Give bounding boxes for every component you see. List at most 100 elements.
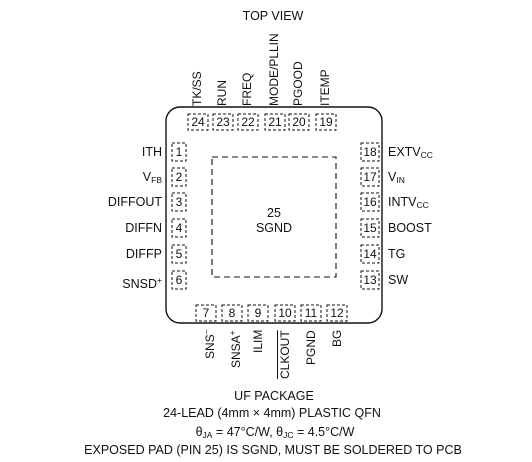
pin-label-17: VIN xyxy=(388,170,405,187)
pin-name-text: INTV xyxy=(388,195,417,209)
pin-label-21: MODE/PLLIN xyxy=(267,33,281,106)
pin-name-text: RUN xyxy=(215,80,229,106)
pin-label-10: CLKOUT xyxy=(278,330,292,379)
pin-name-text: BG xyxy=(330,330,344,348)
pin-box-3 xyxy=(171,192,187,212)
pin-label-22: FREQ xyxy=(240,72,254,106)
theta-ja-value: = 47°C/W, xyxy=(212,425,277,439)
exposed-pad-name: SGND xyxy=(255,221,293,235)
pin-box-14 xyxy=(360,244,380,264)
pin-number-7: 7 xyxy=(202,306,210,320)
pin-number-11: 11 xyxy=(304,306,318,320)
pin-number-15: 15 xyxy=(363,221,377,235)
pin-box-8 xyxy=(221,304,243,322)
pin-label-15: BOOST xyxy=(388,221,432,235)
pin-name-text: ILIM xyxy=(251,330,265,354)
pin-label-1: ITH xyxy=(142,145,162,159)
pin-name-text: PGND xyxy=(304,330,318,365)
pin-number-6: 6 xyxy=(175,273,183,287)
pin-box-11 xyxy=(300,304,322,322)
pin-name-text: DIFFOUT xyxy=(107,195,162,209)
pin-name-superscript: + xyxy=(227,330,237,335)
pin-name-text: V xyxy=(388,170,397,184)
pin-name-subscript: FB xyxy=(151,175,162,185)
theta-ja-symbol: θ xyxy=(195,425,203,439)
pin-box-21 xyxy=(264,113,286,131)
pin-name-text: DIFFP xyxy=(125,247,162,261)
package-type-label: UF PACKAGE xyxy=(234,389,314,403)
pin-label-2: VFB xyxy=(143,170,162,187)
pin-box-24 xyxy=(187,113,209,131)
pin-name-text: PGOOD xyxy=(291,61,305,106)
pin-name-text: MODE/PLLIN xyxy=(267,33,281,106)
pin-name-text: SW xyxy=(388,273,409,287)
pin-label-12: BG xyxy=(330,330,344,348)
exposed-pad-number: 25 xyxy=(267,206,281,220)
pin-label-13: SW xyxy=(388,273,408,287)
pin-number-24: 24 xyxy=(191,115,205,129)
pin-number-19: 19 xyxy=(319,115,333,129)
pin-name-text: SNSD xyxy=(122,277,158,291)
theta-jc-symbol: θ xyxy=(276,425,284,439)
pin-box-23 xyxy=(212,113,234,131)
pin-label-18: EXTVCC xyxy=(388,145,433,162)
pin-number-8: 8 xyxy=(228,306,236,320)
pin-box-19 xyxy=(315,113,337,131)
pin-boxes xyxy=(171,113,380,322)
theta-ja-subscript: JA xyxy=(202,430,213,440)
pin-label-4: DIFFN xyxy=(125,221,162,235)
pin-label-7: SNS– xyxy=(200,330,217,359)
pin-box-1 xyxy=(171,142,187,162)
pin-label-11: PGND xyxy=(304,330,318,365)
pin-number-2: 2 xyxy=(175,170,183,184)
pin-label-19: ITEMP xyxy=(318,69,332,106)
pin-name-text: TK/SS xyxy=(190,71,204,106)
pin-number-14: 14 xyxy=(363,247,377,261)
pin-label-3: DIFFOUT xyxy=(108,195,162,209)
pin-box-9 xyxy=(247,304,269,322)
package-body xyxy=(165,106,383,324)
pin-box-13 xyxy=(360,270,380,290)
pin-box-16 xyxy=(360,192,380,212)
pin-name-text: FREQ xyxy=(240,72,254,106)
pin-number-4: 4 xyxy=(175,221,183,235)
pin-box-4 xyxy=(171,218,187,238)
exposed-pad-note: EXPOSED PAD (PIN 25) IS SGND, MUST BE SO… xyxy=(84,443,462,457)
pin-box-15 xyxy=(360,218,380,238)
pin-label-6: SNSD+ xyxy=(122,273,162,291)
pin-number-20: 20 xyxy=(292,115,306,129)
pin-name-superscript: + xyxy=(157,275,162,285)
pin-name-text: DIFFN xyxy=(125,221,162,235)
pin-number-21: 21 xyxy=(268,115,282,129)
pin-name-text: V xyxy=(142,170,152,184)
pin-label-8: SNSA+ xyxy=(226,330,243,368)
pin-box-2 xyxy=(171,167,187,187)
exposed-pad-outline xyxy=(211,156,337,278)
pin-box-17 xyxy=(360,167,380,187)
theta-jc-value: = 4.5°C/W xyxy=(293,425,355,439)
pin-number-23: 23 xyxy=(216,115,230,129)
pin-box-7 xyxy=(195,304,217,322)
pin-name-superscript: – xyxy=(201,330,211,335)
pin-box-22 xyxy=(237,113,259,131)
pin-name-subscript: IN xyxy=(396,175,405,185)
pin-box-10 xyxy=(274,304,296,322)
pin-name-text: ITH xyxy=(141,145,162,159)
pin-label-20: PGOOD xyxy=(291,61,305,106)
pin-box-20 xyxy=(288,113,310,131)
pin-name-text: SNS xyxy=(203,334,217,360)
pin-label-24: TK/SS xyxy=(190,71,204,106)
pin-box-12 xyxy=(326,304,348,322)
pin-name-text: BOOST xyxy=(388,221,432,235)
pin-number-9: 9 xyxy=(254,306,262,320)
pin-label-16: INTVCC xyxy=(388,195,429,212)
thermal-resistance-line: θJA = 47°C/W, θJC = 4.5°C/W xyxy=(196,425,355,442)
pin-label-23: RUN xyxy=(215,80,229,106)
pin-name-text: TG xyxy=(388,247,406,261)
pin-number-3: 3 xyxy=(175,195,183,209)
pin-number-12: 12 xyxy=(330,306,344,320)
pin-name-text: SNSA xyxy=(229,334,243,368)
pin-name-subscript: CC xyxy=(420,150,433,160)
pin-number-16: 16 xyxy=(363,195,377,209)
